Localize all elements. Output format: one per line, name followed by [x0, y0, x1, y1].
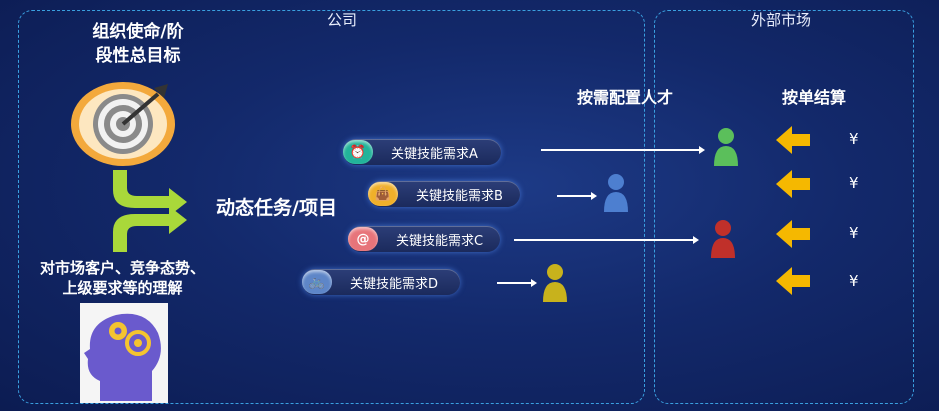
settle-heading: 按单结算 — [782, 88, 847, 107]
skill-pill-c: @ 关键技能需求C — [348, 226, 500, 252]
dynamic-task-label: 动态任务/项目 — [216, 197, 337, 219]
mission-text: 组织使命/阶 段性总目标 — [68, 20, 208, 68]
yen-symbol: ¥ — [849, 272, 859, 290]
at-icon: @ — [348, 227, 378, 251]
person-icon — [604, 174, 628, 212]
yen-symbol: ¥ — [849, 224, 859, 242]
person-icon — [711, 220, 735, 258]
bag-icon: 👜 — [368, 182, 398, 206]
company-panel: 公司 — [18, 10, 645, 404]
alarm-clock-icon: ⏰ — [343, 140, 373, 164]
yen-symbol: ¥ — [849, 130, 859, 148]
yen-symbol: ¥ — [849, 174, 859, 192]
head-gears-icon — [80, 303, 168, 403]
mission-line-2: 段性总目标 — [95, 46, 181, 66]
skill-pill-d: 🚲 关键技能需求D — [302, 269, 460, 295]
arrow-left-icon — [776, 267, 810, 295]
connector-b — [557, 192, 597, 199]
skill-pill-b: 👜 关键技能需求B — [368, 181, 520, 207]
connector-c — [514, 236, 699, 243]
target-icon — [71, 82, 175, 166]
connector-a — [541, 146, 705, 153]
person-icon — [543, 264, 567, 302]
arrow-left-icon — [776, 126, 810, 154]
arrow-left-icon — [776, 170, 810, 198]
talent-heading: 按需配置人才 — [577, 88, 674, 107]
market-line-1: 对市场客户、竞争态势、 — [39, 259, 205, 277]
market-title: 外部市场 — [751, 11, 812, 29]
market-understanding-text: 对市场客户、竞争态势、 上级要求等的理解 — [20, 258, 225, 298]
skill-pill-a: ⏰ 关键技能需求A — [343, 139, 501, 165]
arrow-left-icon — [776, 220, 810, 248]
skill-label-a: 关键技能需求A — [391, 146, 478, 162]
skill-label-b: 关键技能需求B — [416, 188, 503, 204]
connector-d — [497, 279, 537, 286]
person-icon — [714, 128, 738, 166]
skill-label-d: 关键技能需求D — [350, 276, 439, 292]
skill-label-c: 关键技能需求C — [396, 233, 484, 249]
mission-line-1: 组织使命/阶 — [92, 22, 184, 42]
market-line-2: 上级要求等的理解 — [62, 279, 183, 297]
merge-arrow-icon — [113, 170, 187, 252]
company-title: 公司 — [327, 11, 358, 29]
market-panel: 外部市场 — [654, 10, 914, 404]
bicycle-icon: 🚲 — [302, 270, 332, 294]
